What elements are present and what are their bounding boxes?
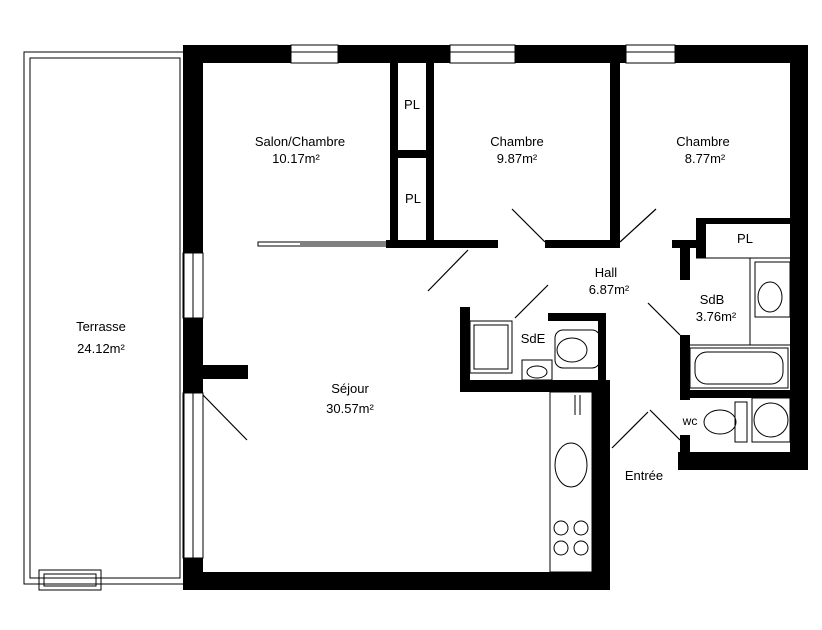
label-wc: wc (682, 414, 698, 428)
interior-walls (386, 63, 794, 470)
label-sde: SdE (521, 331, 546, 346)
area-chambre-1: 9.87m² (497, 151, 538, 166)
label-chambre-1: Chambre (490, 134, 543, 149)
area-hall: 6.87m² (589, 282, 630, 297)
area-chambre-2: 8.77m² (685, 151, 726, 166)
label-sdb: SdB (700, 292, 725, 307)
area-sejour: 30.57m² (326, 401, 374, 416)
area-terrasse: 24.12m² (77, 341, 125, 356)
label-hall: Hall (595, 265, 618, 280)
room-labels: Salon/Chambre 10.17m² Chambre 9.87m² Cha… (76, 97, 753, 483)
fixtures (469, 261, 791, 573)
label-sejour: Séjour (331, 381, 369, 396)
label-terrasse: Terrasse (76, 319, 126, 334)
label-salon-chambre: Salon/Chambre (255, 134, 345, 149)
label-pl-1: PL (404, 97, 420, 112)
exterior-walls (182, 44, 808, 590)
doors (202, 208, 681, 449)
label-entree: Entrée (625, 468, 663, 483)
area-salon-chambre: 10.17m² (272, 151, 320, 166)
label-pl-3: PL (737, 231, 753, 246)
area-sdb: 3.76m² (696, 309, 737, 324)
label-chambre-2: Chambre (676, 134, 729, 149)
label-pl-2: PL (405, 191, 421, 206)
